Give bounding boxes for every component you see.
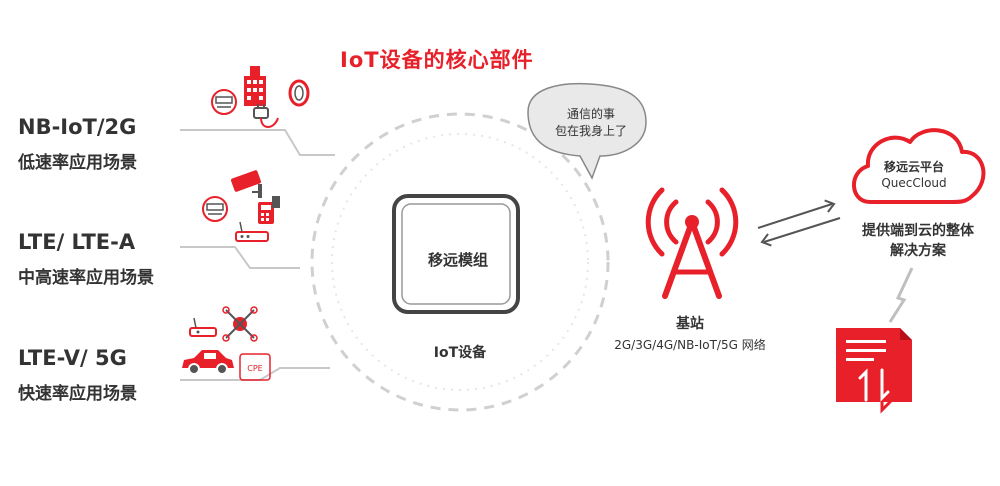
scene-1-title: NB-IoT/2G [18, 115, 137, 139]
cloud-desc-line-1: 提供端到云的整体 [862, 223, 974, 239]
plug-icon [253, 104, 279, 128]
camera-icon [231, 170, 262, 198]
meter-icon [211, 89, 237, 115]
cloud-description: 提供端到云的整体 解决方案 [848, 221, 988, 261]
cloud-subtitle: QuecCloud [881, 176, 947, 190]
car-icon [182, 350, 234, 375]
network-label: 2G/3G/4G/NB-IoT/5G 网络 [614, 338, 766, 352]
module-label: 移远模组 [427, 251, 488, 269]
bubble-text: 通信的事 包在我身上了 [546, 106, 636, 140]
card-reader-icon [258, 196, 280, 224]
cpe-icon: CPE [239, 353, 271, 381]
speech-bubble [527, 82, 647, 180]
module-chip [392, 194, 520, 314]
ring-icon [288, 79, 310, 107]
cpe-label: CPE [247, 364, 262, 373]
base-station-label: 基站 [676, 316, 704, 332]
cloud-desc-line-2: 解决方案 [890, 243, 946, 259]
iot-device-circle [310, 112, 610, 412]
building-icon [244, 66, 266, 106]
antenna-tower-icon [645, 187, 739, 299]
drone-icon [222, 306, 258, 342]
iot-device-label: IoT设备 [433, 345, 487, 361]
scene-3-title: LTE-V/ 5G [18, 346, 127, 370]
iot-device-circle-inner [331, 133, 589, 391]
link-line [888, 267, 914, 323]
scene-1-desc: 低速率应用场景 [18, 153, 137, 173]
document-icon [836, 328, 912, 414]
bubble-line-2: 包在我身上了 [554, 124, 627, 138]
scene-2-desc: 中高速率应用场景 [18, 268, 154, 288]
router-icon [235, 221, 269, 242]
router-icon-2 [189, 317, 217, 337]
exchange-arrows-icon [757, 199, 841, 247]
cloud-icon [852, 128, 986, 204]
meter-icon-2 [202, 196, 228, 222]
bubble-line-1: 通信的事 [566, 107, 615, 121]
connector-line-1 [180, 129, 335, 156]
cloud-name: 移远云平台 [883, 160, 944, 174]
diagram-title: IoT设备的核心部件 [340, 48, 534, 72]
scene-2-title: LTE/ LTE-A [18, 230, 136, 254]
module-chip-inner [401, 203, 511, 305]
scene-3-desc: 快速率应用场景 [18, 384, 137, 404]
connector-line-2 [180, 246, 300, 269]
